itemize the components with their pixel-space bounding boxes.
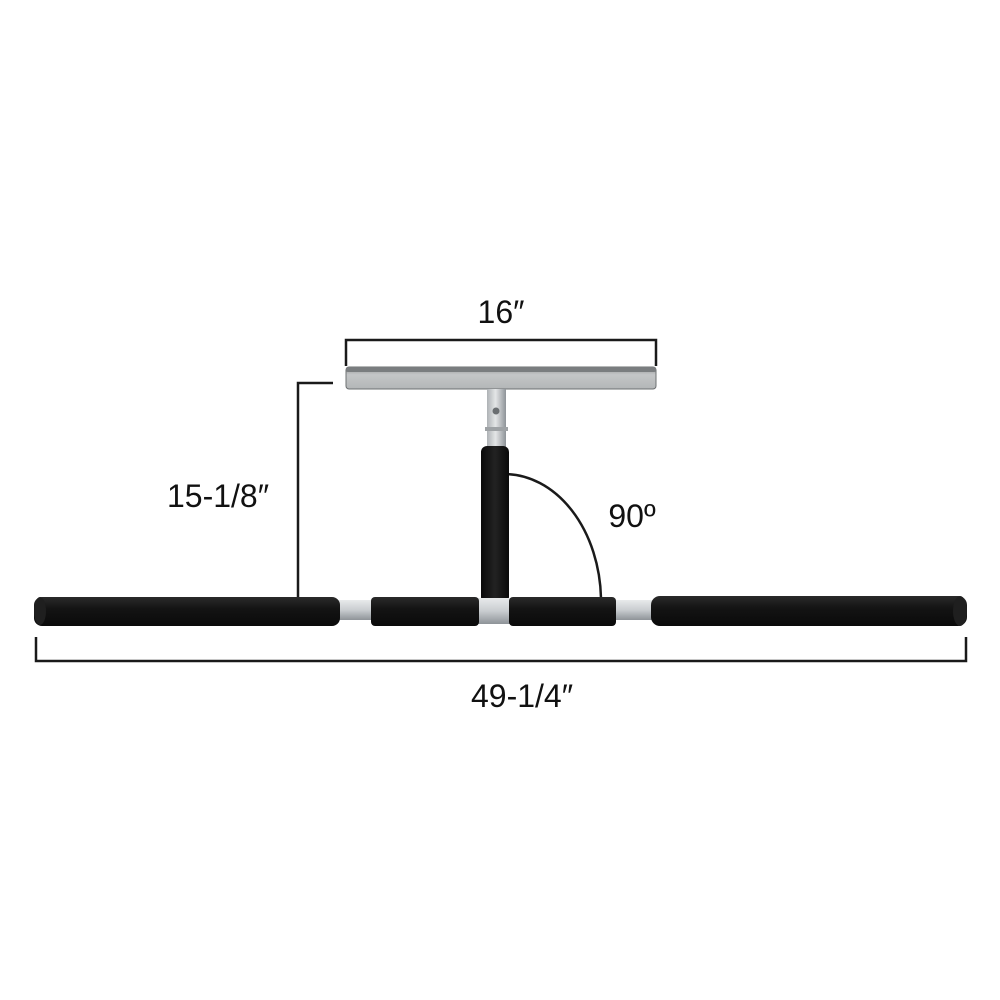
height-label: 15-1/8″ bbox=[167, 478, 269, 514]
top-width-dimension: 16″ bbox=[344, 294, 658, 366]
overall-length-dimension: 49-1/4″ bbox=[34, 637, 968, 714]
angle-label: 90º bbox=[608, 498, 656, 534]
top-width-bracket bbox=[344, 338, 658, 366]
angle-indicator: 90º bbox=[504, 472, 656, 599]
vertical-stem bbox=[481, 389, 509, 603]
overall-length-bracket bbox=[34, 637, 968, 663]
height-bracket bbox=[296, 381, 333, 598]
stem-tube bbox=[487, 389, 506, 447]
main-horizontal-bar bbox=[34, 596, 967, 626]
angle-arc bbox=[504, 472, 603, 599]
left-steel-joint bbox=[336, 600, 376, 620]
top-mount-plate bbox=[345, 366, 657, 390]
left-outer-foam-grip bbox=[34, 597, 340, 626]
right-steel-joint bbox=[612, 600, 656, 620]
overall-length-label: 49-1/4″ bbox=[471, 678, 573, 714]
left-inner-foam-grip bbox=[371, 597, 479, 626]
top-width-label: 16″ bbox=[478, 294, 525, 330]
center-t-joint bbox=[475, 598, 513, 624]
height-dimension: 15-1/8″ bbox=[167, 381, 333, 598]
right-outer-foam-grip bbox=[651, 596, 967, 626]
stem-bolt bbox=[492, 407, 500, 415]
stem-foam-grip bbox=[481, 446, 509, 603]
right-inner-foam-grip bbox=[509, 597, 616, 626]
